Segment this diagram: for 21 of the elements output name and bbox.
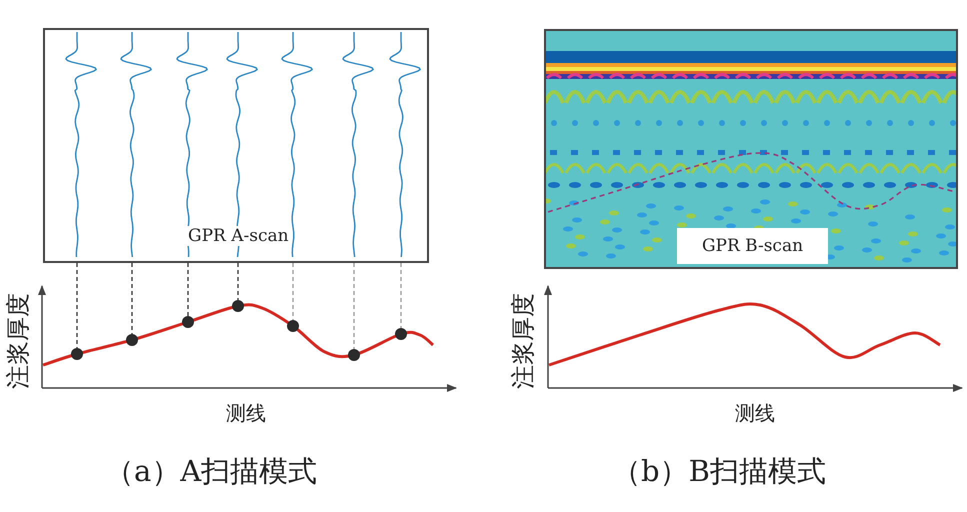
scan-label: GPR B-scan: [677, 228, 828, 264]
data-point: [232, 300, 244, 312]
caption: （b）B扫描模式: [612, 453, 826, 490]
axis-label: 注浆厚度: [510, 292, 536, 391]
leader-line: [353, 263, 355, 349]
data-point: [182, 316, 194, 328]
leader-line: [292, 263, 294, 320]
leader-line: [76, 263, 78, 348]
data-point: [395, 328, 407, 340]
data-point: [126, 334, 138, 346]
leader-line: [400, 263, 402, 328]
axis-label: 测线: [735, 400, 775, 427]
data-point: [71, 348, 83, 360]
leader-line: [237, 263, 239, 300]
leader-line: [187, 263, 189, 316]
data-point: [348, 349, 360, 361]
axis-label: 注浆厚度: [5, 292, 31, 391]
caption: （a）A扫描模式: [105, 453, 318, 490]
data-point: [287, 320, 299, 332]
axis-label: 测线: [226, 400, 266, 427]
leader-line: [131, 263, 133, 334]
